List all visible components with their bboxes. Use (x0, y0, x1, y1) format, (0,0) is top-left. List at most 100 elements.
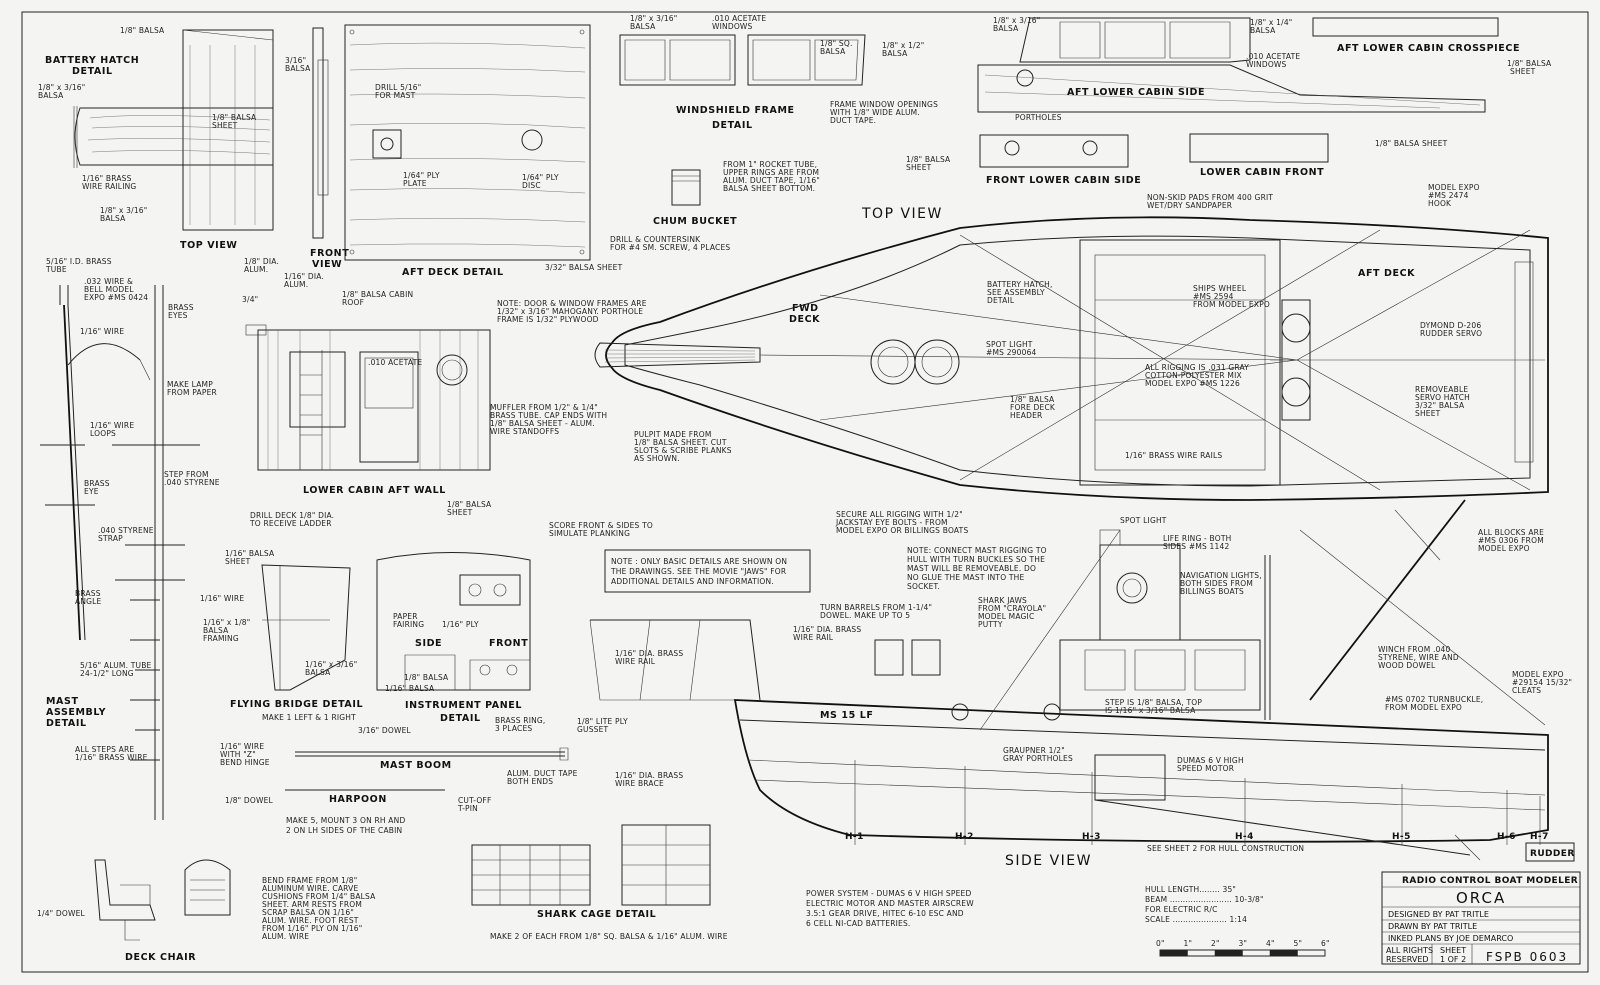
svg-text:1/8" BALSA CABIN: 1/8" BALSA CABIN (342, 290, 413, 299)
svg-text:1/64" PLY: 1/64" PLY (403, 171, 440, 180)
shark-cage-detail: SHARK CAGE DETAIL MAKE 2 OF EACH FROM 1/… (471, 824, 727, 941)
svg-text:JACKSTAY EYE BOLTS - FROM: JACKSTAY EYE BOLTS - FROM (835, 518, 948, 527)
svg-text:INKED PLANS BY JOE DEMARCO: INKED PLANS BY JOE DEMARCO (1388, 934, 1513, 943)
scale-tick-label: 3" (1239, 939, 1248, 948)
svg-text:3/32" BALSA SHEET: 3/32" BALSA SHEET (545, 263, 623, 272)
station-label: H-7 (1530, 832, 1549, 842)
svg-text:MODEL EXPO: MODEL EXPO (1512, 670, 1564, 679)
svg-text:SEE SHEET 2 FOR HULL CONSTRUCT: SEE SHEET 2 FOR HULL CONSTRUCTION (1147, 844, 1304, 853)
svg-text:1/8" BALSA SHEET: 1/8" BALSA SHEET (1375, 139, 1448, 148)
svg-text:1/8" x 1/2": 1/8" x 1/2" (882, 41, 924, 50)
svg-text:NOTE: CONNECT MAST RIGGING TO: NOTE: CONNECT MAST RIGGING TO (907, 546, 1047, 555)
svg-text:ROOF: ROOF (342, 298, 364, 307)
svg-text:2 ON LH SIDES OF THE CABIN: 2 ON LH SIDES OF THE CABIN (286, 826, 402, 835)
svg-text:LOOPS: LOOPS (90, 429, 116, 438)
svg-text:1/8" x 3/16": 1/8" x 3/16" (993, 16, 1040, 25)
svg-text:BALSA: BALSA (993, 24, 1019, 33)
svg-text:ALL RIGGING IS .031 GRAY: ALL RIGGING IS .031 GRAY (1145, 363, 1249, 372)
svg-text:EYE: EYE (84, 487, 99, 496)
svg-text:SHEET: SHEET (1510, 67, 1536, 76)
svg-text:1/8" BALSA: 1/8" BALSA (404, 673, 449, 682)
title-block: RADIO CONTROL BOAT MODELER ORCA DESIGNED… (1381, 871, 1581, 965)
svg-text:1/16" x 1/8": 1/16" x 1/8" (203, 618, 250, 627)
svg-text:FROM 1/16" PLY ON 1/16": FROM 1/16" PLY ON 1/16" (262, 924, 362, 933)
svg-text:REMOVEABLE: REMOVEABLE (1415, 385, 1468, 394)
svg-text:TOP VIEW: TOP VIEW (180, 240, 237, 251)
svg-text:5/16" I.D. BRASS: 5/16" I.D. BRASS (46, 257, 112, 266)
svg-text:1/8" x 3/16": 1/8" x 3/16" (100, 206, 147, 215)
svg-text:NAVIGATION LIGHTS,: NAVIGATION LIGHTS, (1180, 571, 1262, 580)
svg-text:BALSA: BALSA (38, 91, 64, 100)
svg-text:3 PLACES: 3 PLACES (495, 724, 532, 733)
svg-text:.040 STYRENE: .040 STYRENE (164, 478, 220, 487)
svg-text:LIFE RING - BOTH: LIFE RING - BOTH (1163, 534, 1231, 543)
svg-text:INSTRUMENT PANEL: INSTRUMENT PANEL (405, 700, 522, 711)
scale-bar: 0"1"2"3"4"5"6" (1156, 939, 1329, 957)
svg-text:WIRE STANDOFFS: WIRE STANDOFFS (490, 427, 559, 436)
mast-assembly-detail: 5/16" I.D. BRASS TUBE .032 WIRE & BELL M… (40, 257, 244, 820)
svg-text:1/16" BRASS WIRE: 1/16" BRASS WIRE (75, 753, 148, 762)
svg-text:BALSA: BALSA (820, 47, 846, 56)
station-label: H-2 (955, 832, 974, 842)
svg-text:BOTH ENDS: BOTH ENDS (507, 777, 553, 786)
svg-text:SHARK JAWS: SHARK JAWS (978, 596, 1027, 605)
side-view: MS 15 LF SIDE VIEW SPOT LIGHT LIFE RING … (577, 499, 1575, 869)
svg-text:1/8" LITE PLY: 1/8" LITE PLY (577, 717, 628, 726)
svg-text:DYMOND D-206: DYMOND D-206 (1420, 321, 1481, 330)
svg-text:.010 ACETATE: .010 ACETATE (368, 358, 422, 367)
svg-text:DETAIL: DETAIL (440, 713, 481, 724)
svg-text:1 OF 2: 1 OF 2 (1440, 955, 1466, 964)
scale-segment (1160, 950, 1188, 956)
svg-text:ALL BLOCKS ARE: ALL BLOCKS ARE (1478, 528, 1544, 537)
svg-text:.032 WIRE &: .032 WIRE & (84, 277, 133, 286)
svg-text:SLOTS & SCRIBE PLANKS: SLOTS & SCRIBE PLANKS (634, 446, 732, 455)
svg-text:BELL MODEL: BELL MODEL (84, 285, 134, 294)
svg-text:FROM MODEL EXPO: FROM MODEL EXPO (1385, 703, 1462, 712)
svg-text:1/16" PLY: 1/16" PLY (442, 620, 479, 629)
svg-text:DRILL DECK 1/8" DIA.: DRILL DECK 1/8" DIA. (250, 511, 334, 520)
svg-text:SIDE VIEW: SIDE VIEW (1005, 853, 1092, 869)
scale-segment (1215, 950, 1243, 956)
svg-text:POWER SYSTEM - DUMAS 6 V HIGH: POWER SYSTEM - DUMAS 6 V HIGH SPEED (806, 889, 971, 898)
svg-text:SPEED MOTOR: SPEED MOTOR (1177, 764, 1234, 773)
svg-text:DRILL 5/16": DRILL 5/16" (375, 83, 421, 92)
svg-text:BATTERY HATCH,: BATTERY HATCH, (987, 280, 1053, 289)
mast-boom-and-harpoon: 1/16" WIRE WITH "Z" BEND HINGE 3/16" DOW… (220, 716, 577, 835)
svg-text:BATTERY HATCH: BATTERY HATCH (45, 55, 139, 66)
svg-text:MAKE 1 LEFT & 1 RIGHT: MAKE 1 LEFT & 1 RIGHT (262, 713, 356, 722)
svg-text:BALSA: BALSA (882, 49, 908, 58)
svg-text:SHEET: SHEET (447, 508, 473, 517)
station-label: H-4 (1235, 832, 1254, 842)
svg-text:1/8" x 3/16": 1/8" x 3/16" (630, 14, 677, 23)
svg-text:24-1/2" LONG: 24-1/2" LONG (80, 669, 134, 678)
scale-tick-label: 1" (1184, 939, 1193, 948)
svg-text:SOCKET.: SOCKET. (907, 582, 940, 591)
svg-text:NON-SKID PADS FROM 400 GRIT: NON-SKID PADS FROM 400 GRIT (1147, 193, 1273, 202)
svg-text:FROM "CRAYOLA": FROM "CRAYOLA" (978, 604, 1046, 613)
svg-text:COTTON-POLYESTER MIX: COTTON-POLYESTER MIX (1145, 371, 1242, 380)
svg-text:1/16" x 3/16": 1/16" x 3/16" (305, 660, 357, 669)
svg-text:BALSA SHEET BOTTOM.: BALSA SHEET BOTTOM. (723, 184, 815, 193)
svg-text:.010 ACETATE: .010 ACETATE (1246, 52, 1300, 61)
svg-text:#MS 2474: #MS 2474 (1428, 191, 1469, 200)
svg-text:FROM 1" ROCKET TUBE,: FROM 1" ROCKET TUBE, (723, 160, 817, 169)
svg-text:DUMAS 6 V HIGH: DUMAS 6 V HIGH (1177, 756, 1244, 765)
svg-text:SECURE ALL RIGGING WITH 1/2": SECURE ALL RIGGING WITH 1/2" (836, 510, 963, 519)
svg-text:TUBE: TUBE (45, 265, 67, 274)
svg-text:ASSEMBLY: ASSEMBLY (46, 707, 106, 718)
svg-text:BALSA: BALSA (100, 214, 126, 223)
svg-text:1/16" BRASS: 1/16" BRASS (82, 174, 132, 183)
svg-text:TOP VIEW: TOP VIEW (861, 206, 943, 222)
svg-text:DISC: DISC (522, 181, 541, 190)
svg-text:1/16" DIA. BRASS: 1/16" DIA. BRASS (615, 771, 683, 780)
svg-text:DECK CHAIR: DECK CHAIR (125, 952, 196, 963)
svg-text:.040 STYRENE: .040 STYRENE (98, 526, 154, 535)
svg-text:1/8" BALSA SHEET. CUT: 1/8" BALSA SHEET. CUT (634, 438, 727, 447)
svg-text:PAPER: PAPER (393, 612, 418, 621)
svg-text:PLATE: PLATE (403, 179, 427, 188)
svg-text:BALSA: BALSA (1250, 26, 1276, 35)
power-system-note: POWER SYSTEM - DUMAS 6 V HIGH SPEED ELEC… (806, 889, 974, 928)
svg-text:DOWEL. MAKE UP TO 5: DOWEL. MAKE UP TO 5 (820, 611, 910, 620)
top-view: TOP VIEW FWD DECK AFT DECK NON-SKID PADS… (594, 183, 1549, 535)
svg-text:SHEET: SHEET (1440, 946, 1466, 955)
